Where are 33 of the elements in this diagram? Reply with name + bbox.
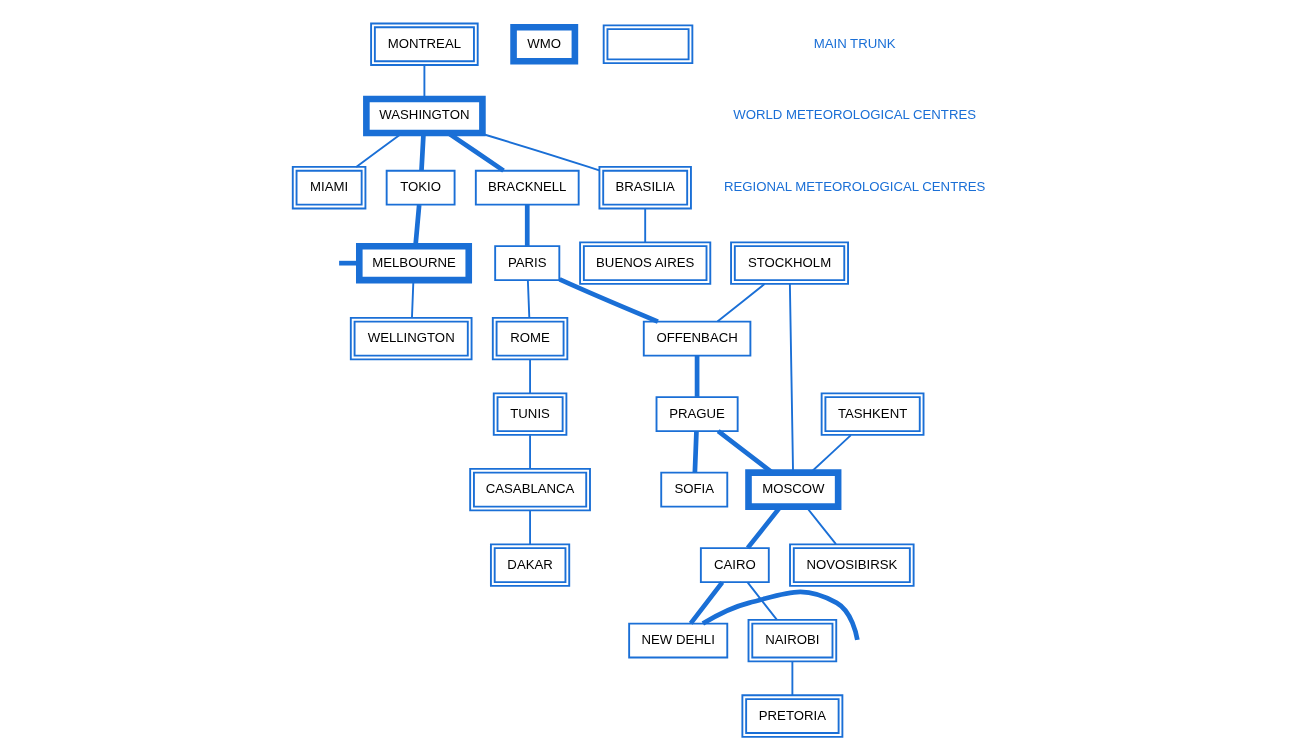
- node-box: ROME: [491, 316, 568, 361]
- node-box: MELBOURNE: [355, 242, 472, 284]
- node-box: WMO: [509, 24, 578, 65]
- node-box: PARIS: [493, 245, 560, 282]
- connector: [692, 431, 699, 473]
- legend-label: MAIN TRUNK: [813, 35, 896, 51]
- node-box: SOFIA: [659, 471, 728, 508]
- connector: [746, 581, 778, 621]
- node-box: WASHINGTON: [362, 95, 486, 137]
- connector: [524, 204, 530, 246]
- node-box: TOKIO: [385, 169, 456, 206]
- connector: [526, 279, 530, 319]
- node-box: WELLINGTON: [349, 316, 473, 361]
- legend-label: REGIONAL METEOROLOGICAL CENTRES: [723, 179, 985, 195]
- connector: [528, 509, 531, 546]
- node-box: CASABLANCA: [468, 467, 591, 512]
- legend-label: WORLD METEOROLOGICAL CENTRES: [732, 107, 976, 123]
- connector: [528, 358, 531, 395]
- connector: [701, 589, 860, 641]
- connector: [694, 355, 699, 397]
- node-box: MOSCOW: [744, 469, 841, 510]
- connector: [688, 580, 724, 625]
- connector: [790, 660, 793, 697]
- connector: [528, 434, 531, 470]
- connector: [716, 283, 765, 323]
- node-box: CAIRO: [699, 547, 770, 584]
- node-box: PRAGUE: [655, 396, 739, 433]
- node-box: BRACKNELL: [474, 169, 580, 206]
- node-box: NEW DEHLI: [627, 622, 728, 659]
- connector: [338, 260, 359, 266]
- connector: [643, 207, 646, 244]
- connector: [558, 277, 659, 324]
- node-box: OFFENBACH: [642, 320, 751, 357]
